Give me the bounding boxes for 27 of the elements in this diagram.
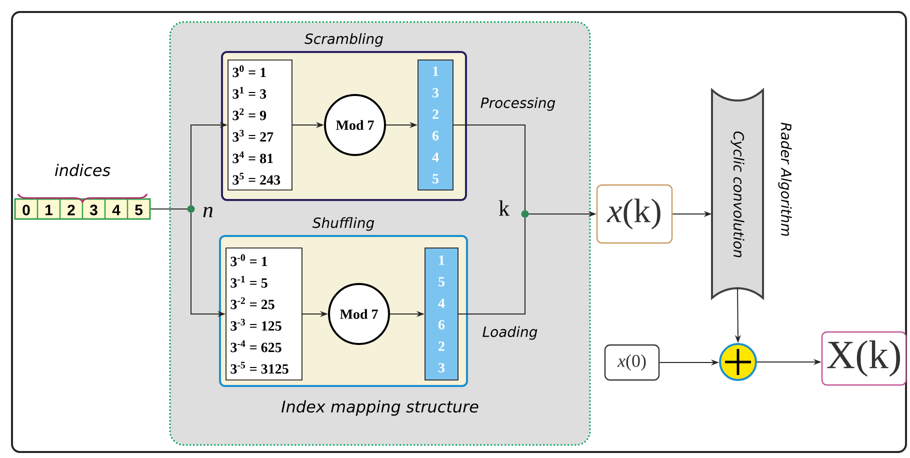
edge-label: Loading [481,325,539,341]
result-column: 1 5 4 6 2 3 [424,248,458,380]
connector [458,217,526,314]
signal-box: x(0) [604,344,660,381]
array-caption: indices [54,164,110,176]
node-label: Shuffling [312,217,374,231]
adder-symbol [719,343,757,381]
connector [453,124,526,211]
junction-label: n [203,206,213,218]
node-label: 4 [112,204,120,216]
node-label: Scrambling [304,33,383,47]
index-array: 0 1 2 3 4 5 [14,198,151,220]
algorithm-caption: Rader Algorithm [778,122,792,236]
junction-label: k [498,200,510,216]
node-label: 3 [90,204,98,216]
power-table: 3$^{0}$ = 1 3$^{1}$ = 3 3$^{2}$ = 9 3$^{3}$ = 27 3$^{4}$ = 81 3$^{5}$ = 243 [228,60,292,190]
convolution-banner: Cyclic convolution [711,89,764,299]
node-label: 1 [46,204,52,216]
result-column: 1 3 2 6 4 5 [418,60,454,190]
connector [150,208,188,210]
signal-box: X(k) [821,331,907,386]
node-label: 0 [22,204,30,216]
node-label: 5 [135,204,142,216]
signal-box: x(k) [596,184,673,244]
power-table: 3$^{-0}$ = 1 3$^{-1}$ = 5 3$^{-2}$ = 25 3$^{-3}$ = 125 3$^{-4}$ = 625 3$^{-5}$ = 3125 [226,248,302,380]
edge-label: Processing [479,96,557,112]
node-label: 2 [68,204,75,216]
